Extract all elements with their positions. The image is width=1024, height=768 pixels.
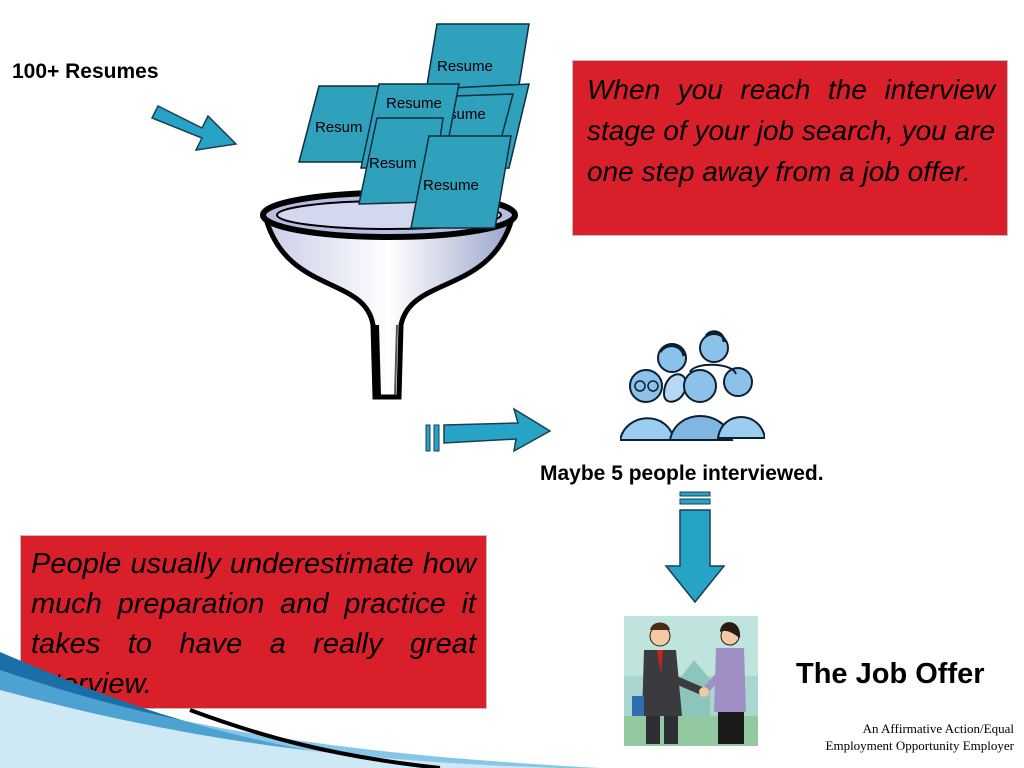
preparation-text: People usually underestimate how much pr… (31, 548, 476, 700)
resume-card-label: Resume (437, 58, 493, 75)
decorative-swoosh (0, 652, 600, 768)
interview-stage-text: When you reach the interview stage of yo… (587, 74, 995, 187)
job-offer-label: The Job Offer (796, 658, 985, 690)
interviewed-label: Maybe 5 people interviewed. (540, 462, 824, 485)
funnel-icon (260, 190, 518, 400)
eeo-footer: An Affirmative Action/Equal Employment O… (826, 720, 1014, 754)
resumes-label: 100+ Resumes (12, 60, 159, 83)
resume-card-label: sume (449, 106, 486, 123)
resume-card-label: Resume (423, 177, 479, 194)
people-group-icon (620, 330, 765, 441)
resume-card: Resume (410, 135, 512, 229)
arrow-icon (425, 407, 552, 453)
resume-card-label: Resum (315, 119, 363, 136)
resume-card-label: Resum (369, 155, 417, 172)
resume-stack: Resume sume Resum Resume Resum Resume (298, 23, 530, 229)
arrow-icon (150, 104, 238, 151)
preparation-callout: People usually underestimate how much pr… (20, 535, 487, 709)
interview-stage-callout: When you reach the interview stage of yo… (572, 60, 1008, 236)
eeo-footer-line: An Affirmative Action/Equal (862, 721, 1014, 736)
eeo-footer-line: Employment Opportunity Employer (825, 738, 1014, 753)
resume-card-label: Resume (386, 95, 442, 112)
handshake-icon (624, 616, 758, 746)
arrow-icon (664, 491, 726, 604)
